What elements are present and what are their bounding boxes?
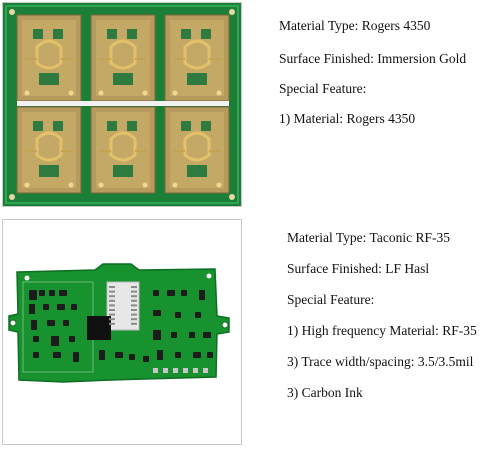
material-type-line: Material Type: Rogers 4350: [279, 18, 431, 33]
special-feature-heading: Special Feature:: [279, 81, 367, 96]
feature-item-3: 3) Carbon Ink: [287, 385, 363, 400]
feature-item-2: 3) Trace width/spacing: 3.5/3.5mil: [287, 354, 474, 369]
pcb-photo-taconic: [2, 219, 242, 445]
pcb-photo-rogers: [2, 2, 242, 207]
surface-finish-line: Surface Finished: LF Hasl: [287, 261, 430, 276]
material-type-line: Material Type: Taconic RF-35: [287, 230, 450, 245]
feature-item-1: 1) High frequency Material: RF-35: [287, 323, 477, 338]
feature-item-1: 1) Material: Rogers 4350: [279, 111, 416, 126]
special-feature-heading: Special Feature:: [287, 292, 375, 307]
pcb-panel-image: [3, 3, 241, 206]
surface-finish-line: Surface Finished: Immersion Gold: [279, 51, 467, 66]
pcb-board-image: [3, 220, 241, 444]
